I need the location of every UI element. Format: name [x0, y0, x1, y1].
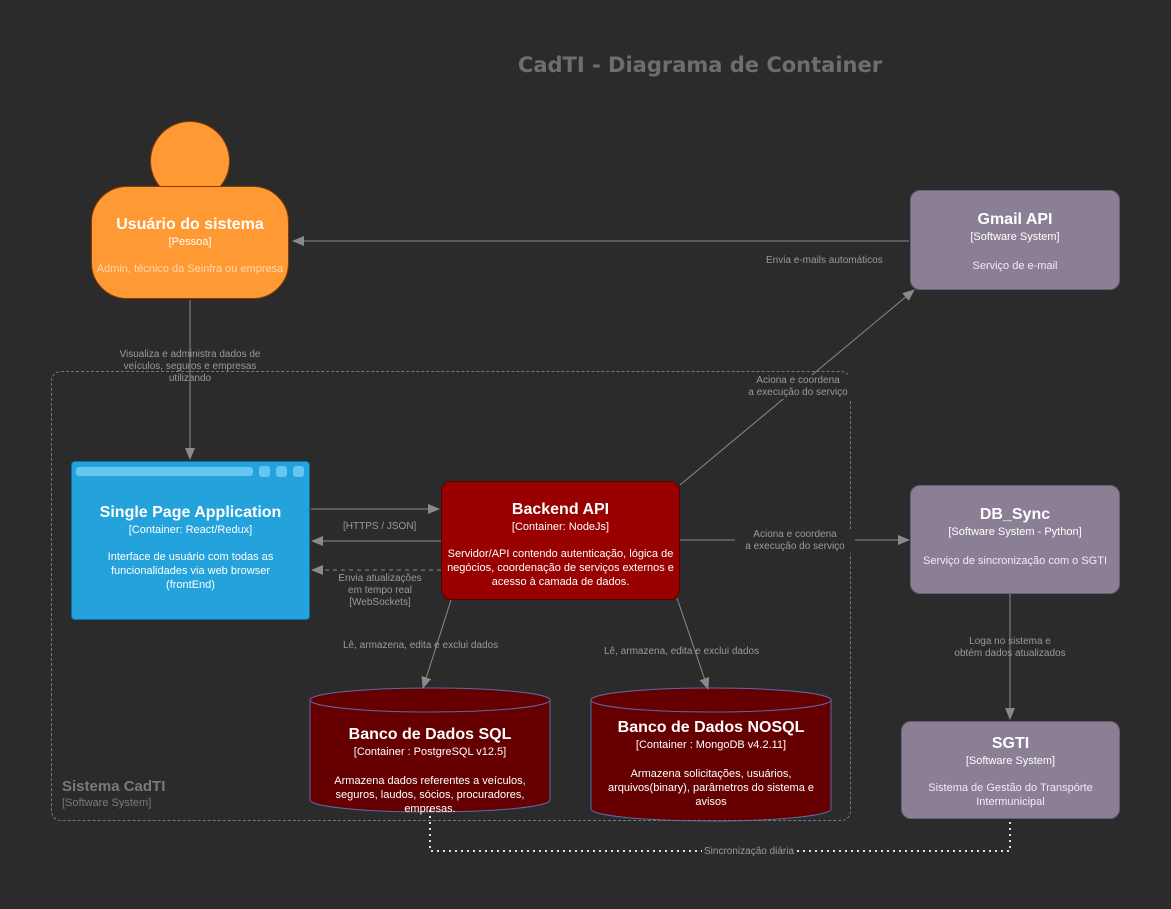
label-line: obtém dados atualizados: [954, 648, 1066, 659]
gmail-title: Gmail API: [977, 211, 1053, 228]
edge-backend-nosql: [676, 597, 710, 690]
person-user: Usuário do sistema [Pessoa] Admin, técni…: [91, 186, 289, 299]
container-spa: Single Page Application [Container: Reac…: [71, 461, 310, 620]
label-spa-backend: [HTTPS / JSON]: [343, 521, 417, 532]
label-line: a execução do serviço: [748, 387, 848, 398]
dbsync-title: DB_Sync: [979, 506, 1051, 523]
system-dbsync: DB_Sync [Software System - Python] Servi…: [910, 485, 1120, 594]
spa-type: [Container: React/Redux]: [128, 524, 253, 536]
database-sql: Banco de Dados SQL [Container : PostgreS…: [310, 726, 550, 816]
sgti-title: SGTI: [991, 735, 1030, 752]
label-line: Visualiza e administra dados de: [119, 349, 261, 360]
person-description: Admin, técnico da Seinfra ou empresa: [96, 263, 284, 275]
system-gmail-api: Gmail API [Software System] Serviço de e…: [910, 190, 1120, 290]
browser-button-icon: [276, 466, 287, 477]
boundary-name: Sistema CadTI: [62, 778, 166, 795]
db-sql-title: Banco de Dados SQL: [348, 726, 512, 743]
label-gmail-user: Envia e-mails automáticos: [766, 255, 883, 266]
diagram-title: CadTI - Diagrama de Container: [517, 53, 883, 77]
label-line: Envia atualizações: [338, 573, 422, 584]
system-sgti: SGTI [Software System] Sistema de Gestão…: [901, 721, 1120, 819]
boundary-type: [Software System]: [62, 797, 152, 809]
label-line: utilizando: [168, 373, 212, 384]
label-line: a execução do serviço: [745, 541, 845, 552]
label-backend-dbsync: Aciona e coordena a execução do serviço: [735, 529, 855, 553]
gmail-type: [Software System]: [970, 231, 1060, 243]
dbsync-description: Serviço de sincronização com o SGTI: [922, 555, 1108, 567]
backend-title: Backend API: [511, 501, 610, 518]
person-title: Usuário do sistema: [116, 216, 264, 233]
sgti-type: [Software System]: [965, 755, 1056, 767]
label-line: [WebSockets]: [349, 597, 411, 608]
db-nosql-description: Armazena solicitações, usuários, arquivo…: [607, 768, 815, 808]
label-line: veículos, seguros e empresas: [123, 361, 257, 372]
dbsync-type: [Software System - Python]: [948, 526, 1082, 538]
label-line: Aciona e coordena: [756, 375, 840, 386]
database-nosql: Banco de Dados NOSQL [Container : MongoD…: [591, 719, 831, 809]
browser-button-icon: [259, 466, 270, 477]
browser-address-bar: [76, 467, 253, 476]
label-backend-nosql: Lê, armazena, edita e exclui dados: [604, 646, 760, 657]
label-line: Loga no sistema e: [969, 636, 1051, 647]
db-sql-description: Armazena dados referentes a veículos, se…: [334, 775, 526, 815]
backend-description: Servidor/API contendo autenticação, lógi…: [447, 548, 674, 588]
label-user-spa: Visualiza e administra dados de veículos…: [95, 349, 285, 385]
db-nosql-cylinder: [590, 687, 832, 822]
gmail-description: Serviço de e-mail: [972, 260, 1058, 272]
label-line: em tempo real: [348, 585, 412, 596]
label-dbsync-sgti: Loga no sistema e obtém dados atualizado…: [940, 636, 1080, 660]
container-backend: Backend API [Container: NodeJs] Servidor…: [441, 481, 680, 600]
label-backend-spa-ws: Envia atualizações em tempo real [WebSoc…: [330, 573, 430, 609]
backend-type: [Container: NodeJs]: [511, 521, 610, 533]
browser-button-icon: [293, 466, 304, 477]
label-backend-gmail: Aciona e coordena a execução do serviço: [736, 375, 860, 399]
system-boundary: Sistema CadTI [Software System]: [51, 371, 851, 821]
sgti-description: Sistema de Gestão do Transpórte Intermun…: [928, 782, 1093, 808]
person-type: [Pessoa]: [168, 236, 212, 248]
spa-description: Interface de usuário com todas as funcio…: [107, 551, 274, 591]
db-sql-type: [Container : PostgreSQL v12.5]: [353, 746, 507, 758]
edge-backend-sql: [421, 599, 452, 689]
label-line: Aciona e coordena: [753, 529, 837, 540]
db-nosql-type: [Container : MongoDB v4.2.11]: [635, 739, 787, 751]
db-nosql-title: Banco de Dados NOSQL: [617, 719, 805, 736]
label-sync: Sincronização diária: [702, 846, 797, 858]
label-backend-sql: Lê, armazena, edita e exclui dados: [343, 640, 499, 651]
spa-title: Single Page Application: [99, 504, 282, 521]
